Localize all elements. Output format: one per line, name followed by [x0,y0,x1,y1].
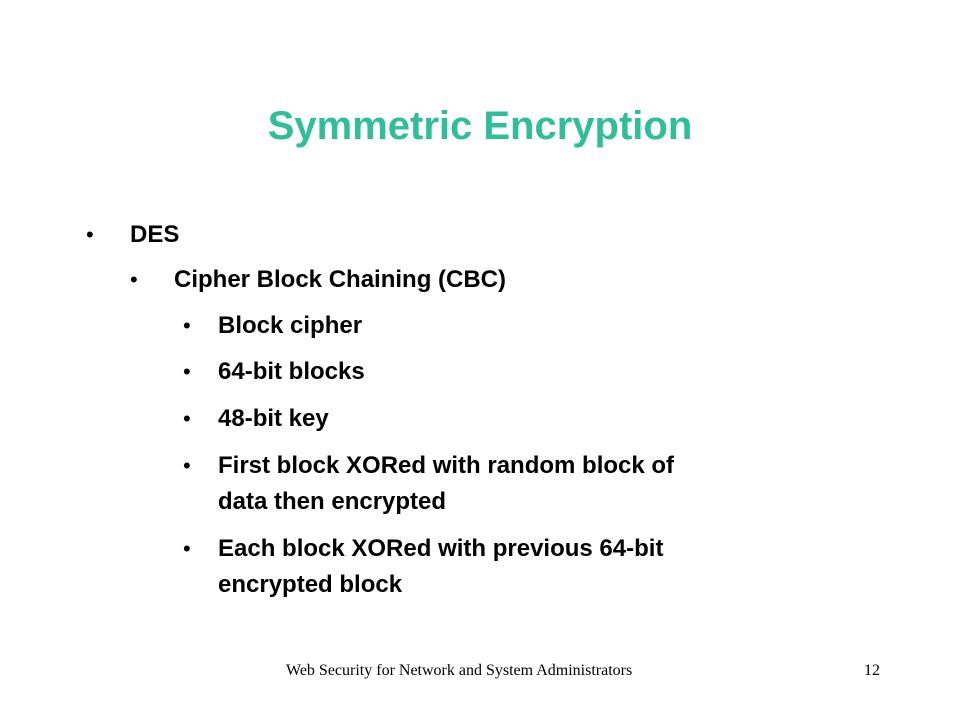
bullet-cbc: Cipher Block Chaining (CBC) [174,266,507,293]
bullet-each-block-line1: Each block XORed with previous 64-bit [218,535,664,562]
footer-text: Web Security for Network and System Admi… [286,662,633,679]
bullet-dot: • [183,359,191,384]
bullet-dot: • [130,267,138,292]
bullet-first-block-line2: data then encrypted [218,488,447,515]
bullet-dot: • [183,453,191,478]
bullet-each-block-line2: encrypted block [218,571,403,598]
bullet-dot: • [86,222,94,247]
bullet-dot: • [183,406,191,431]
bullet-first-block-line1: First block XORed with random block of [218,452,675,479]
bullet-dot: • [183,313,191,338]
bullet-block-cipher: Block cipher [218,312,363,339]
slide-title: Symmetric Encryption [267,104,693,148]
bullet-64-bit-blocks: 64-bit blocks [218,358,365,385]
bullet-des: DES [130,221,180,248]
bullet-48-bit-key: 48-bit key [218,405,329,432]
bullet-dot: • [183,536,191,561]
page-number: 12 [864,662,880,679]
